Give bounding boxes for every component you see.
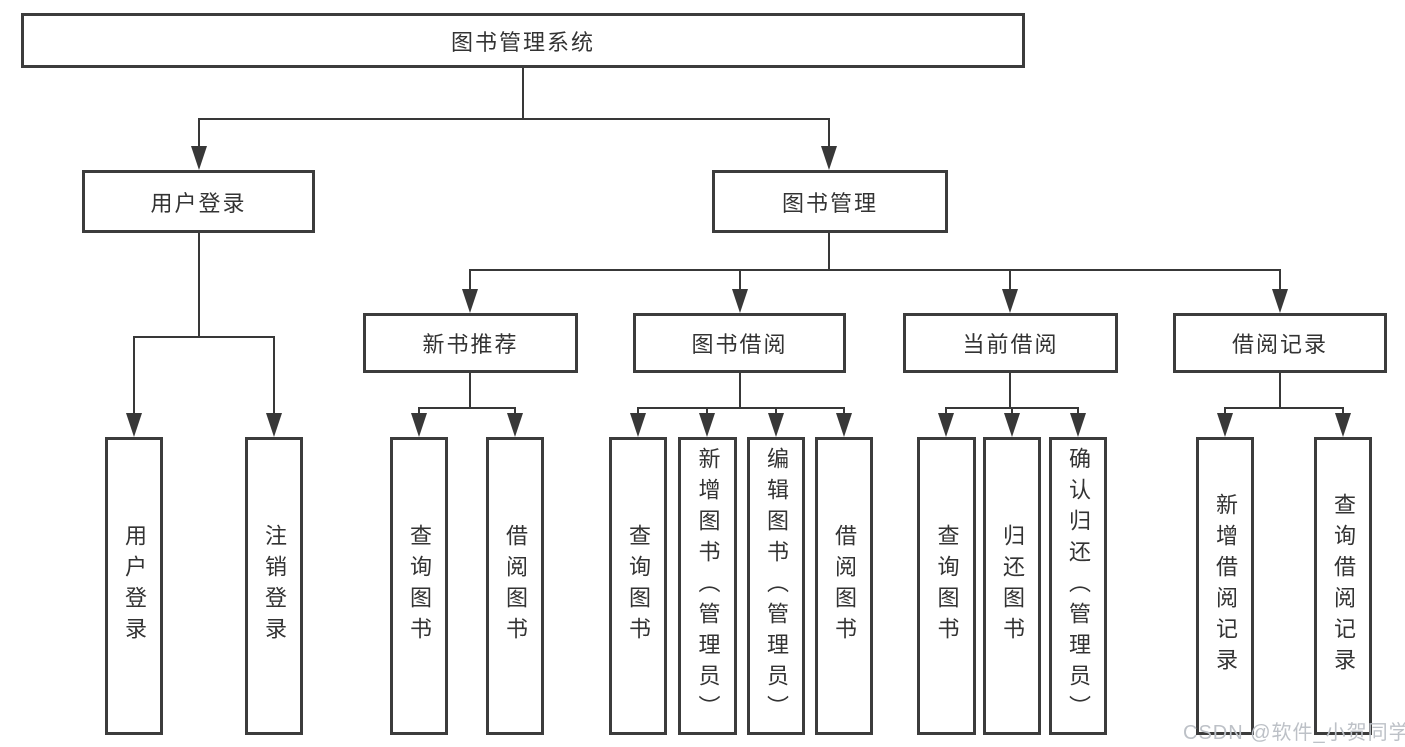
node-book-borrow: 图书借阅 [633,313,846,373]
arrow-down-icon [1004,413,1020,437]
connector-line [1009,373,1011,409]
leaf-search-borrow-record: 查询借阅记录 [1314,437,1372,735]
leaf-confirm-return-admin: 确认归还（管理员） [1049,437,1107,735]
arrow-down-icon [699,413,715,437]
connector-line [198,118,200,158]
arrow-down-icon [732,289,748,313]
leaf-borrow-book-recommend: 借阅图书 [486,437,544,735]
arrow-down-icon [1335,413,1351,437]
connector-line [198,233,200,338]
leaf-borrow-book: 借阅图书 [815,437,873,735]
arrow-down-icon [630,413,646,437]
connector-line [469,373,471,409]
connector-line [469,269,1281,271]
connector-line [637,407,845,409]
node-current-borrow: 当前借阅 [903,313,1118,373]
connector-line [418,407,516,409]
leaf-search-book-current: 查询图书 [917,437,976,735]
arrow-down-icon [126,413,142,437]
leaf-logout-login: 注销登录 [245,437,303,735]
connector-line [1279,373,1281,409]
connector-line [739,373,741,409]
node-book-management: 图书管理 [712,170,948,233]
arrow-down-icon [1002,289,1018,313]
leaf-user-login: 用户登录 [105,437,163,735]
node-new-book-recommend: 新书推荐 [363,313,578,373]
connector-line [198,118,830,120]
connector-line [522,68,524,119]
connector-line [469,269,471,299]
arrow-down-icon [462,289,478,313]
leaf-edit-book-admin: 编辑图书（管理员） [747,437,805,735]
arrow-down-icon [821,146,837,170]
arrow-down-icon [768,413,784,437]
arrow-down-icon [191,146,207,170]
connector-line [828,118,830,158]
node-user-login: 用户登录 [82,170,315,233]
connector-line [739,269,741,299]
arrow-down-icon [836,413,852,437]
leaf-search-book-recommend: 查询图书 [390,437,448,735]
connector-line [1279,269,1281,299]
csdn-watermark: CSDN @软件_小贺同学 [1183,722,1405,744]
connector-line [828,233,830,271]
arrow-down-icon [1272,289,1288,313]
connector-line [1009,269,1011,299]
leaf-add-borrow-record: 新增借阅记录 [1196,437,1254,735]
node-borrow-records: 借阅记录 [1173,313,1387,373]
node-root: 图书管理系统 [21,13,1025,68]
leaf-return-book: 归还图书 [983,437,1041,735]
connector-line [1224,407,1344,409]
arrow-down-icon [1217,413,1233,437]
connector-line [133,336,135,421]
connector-line [133,336,275,338]
connector-line [273,336,275,421]
leaf-add-book-admin: 新增图书（管理员） [678,437,737,735]
leaf-search-book-borrow: 查询图书 [609,437,667,735]
arrow-down-icon [938,413,954,437]
arrow-down-icon [266,413,282,437]
arrow-down-icon [507,413,523,437]
arrow-down-icon [1070,413,1086,437]
arrow-down-icon [411,413,427,437]
